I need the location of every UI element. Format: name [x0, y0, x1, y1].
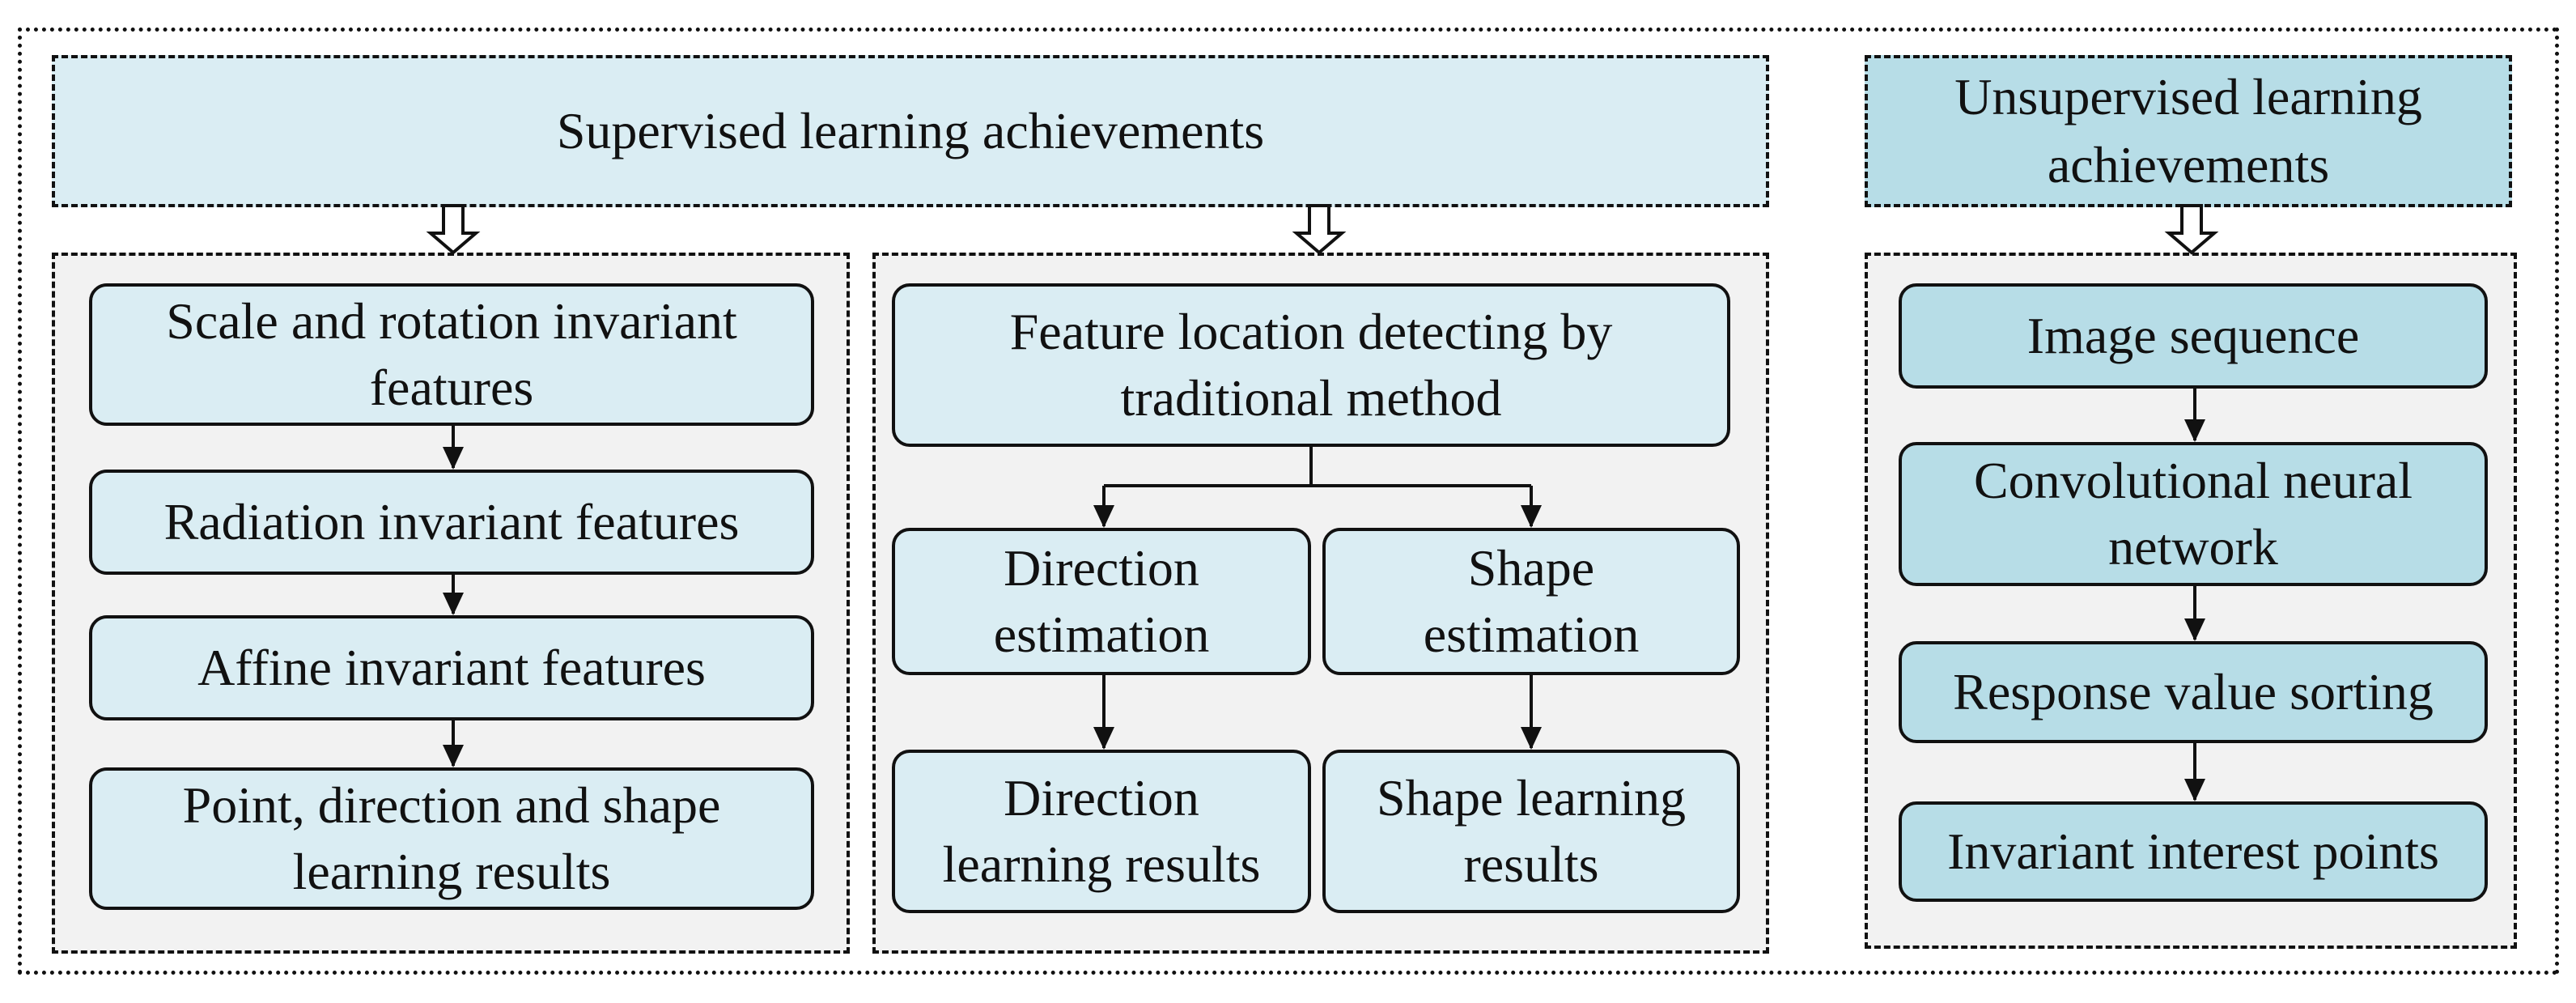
- shape-results-box: Shape learning results: [1322, 750, 1740, 913]
- scale-rotation-box: Scale and rotation invariant features: [89, 283, 814, 426]
- cnn-box: Convolutional neural network: [1899, 442, 2488, 586]
- hollow-arrow-left: [426, 204, 481, 255]
- point-direction-shape-box: Point, direction and shape learning resu…: [89, 767, 814, 910]
- split-line: [1104, 447, 1313, 487]
- direction-estimation-box: Direction estimation: [892, 528, 1311, 675]
- invariant-points-box: Invariant interest points: [1899, 801, 2488, 902]
- shape-estimation-box: Shape estimation: [1322, 528, 1740, 675]
- response-sorting-box: Response value sorting: [1899, 641, 2488, 743]
- hollow-arrow-middle: [1292, 204, 1347, 255]
- hollow-arrow-right: [2164, 204, 2219, 255]
- image-sequence-box: Image sequence: [1899, 283, 2488, 389]
- radiation-box: Radiation invariant features: [89, 470, 814, 575]
- feature-location-box: Feature location detecting by traditiona…: [892, 283, 1730, 447]
- supervised-header: Supervised learning achievements: [52, 55, 1769, 207]
- affine-box: Affine invariant features: [89, 615, 814, 720]
- outer-frame: [18, 28, 2559, 975]
- direction-results-box: Direction learning results: [892, 750, 1311, 913]
